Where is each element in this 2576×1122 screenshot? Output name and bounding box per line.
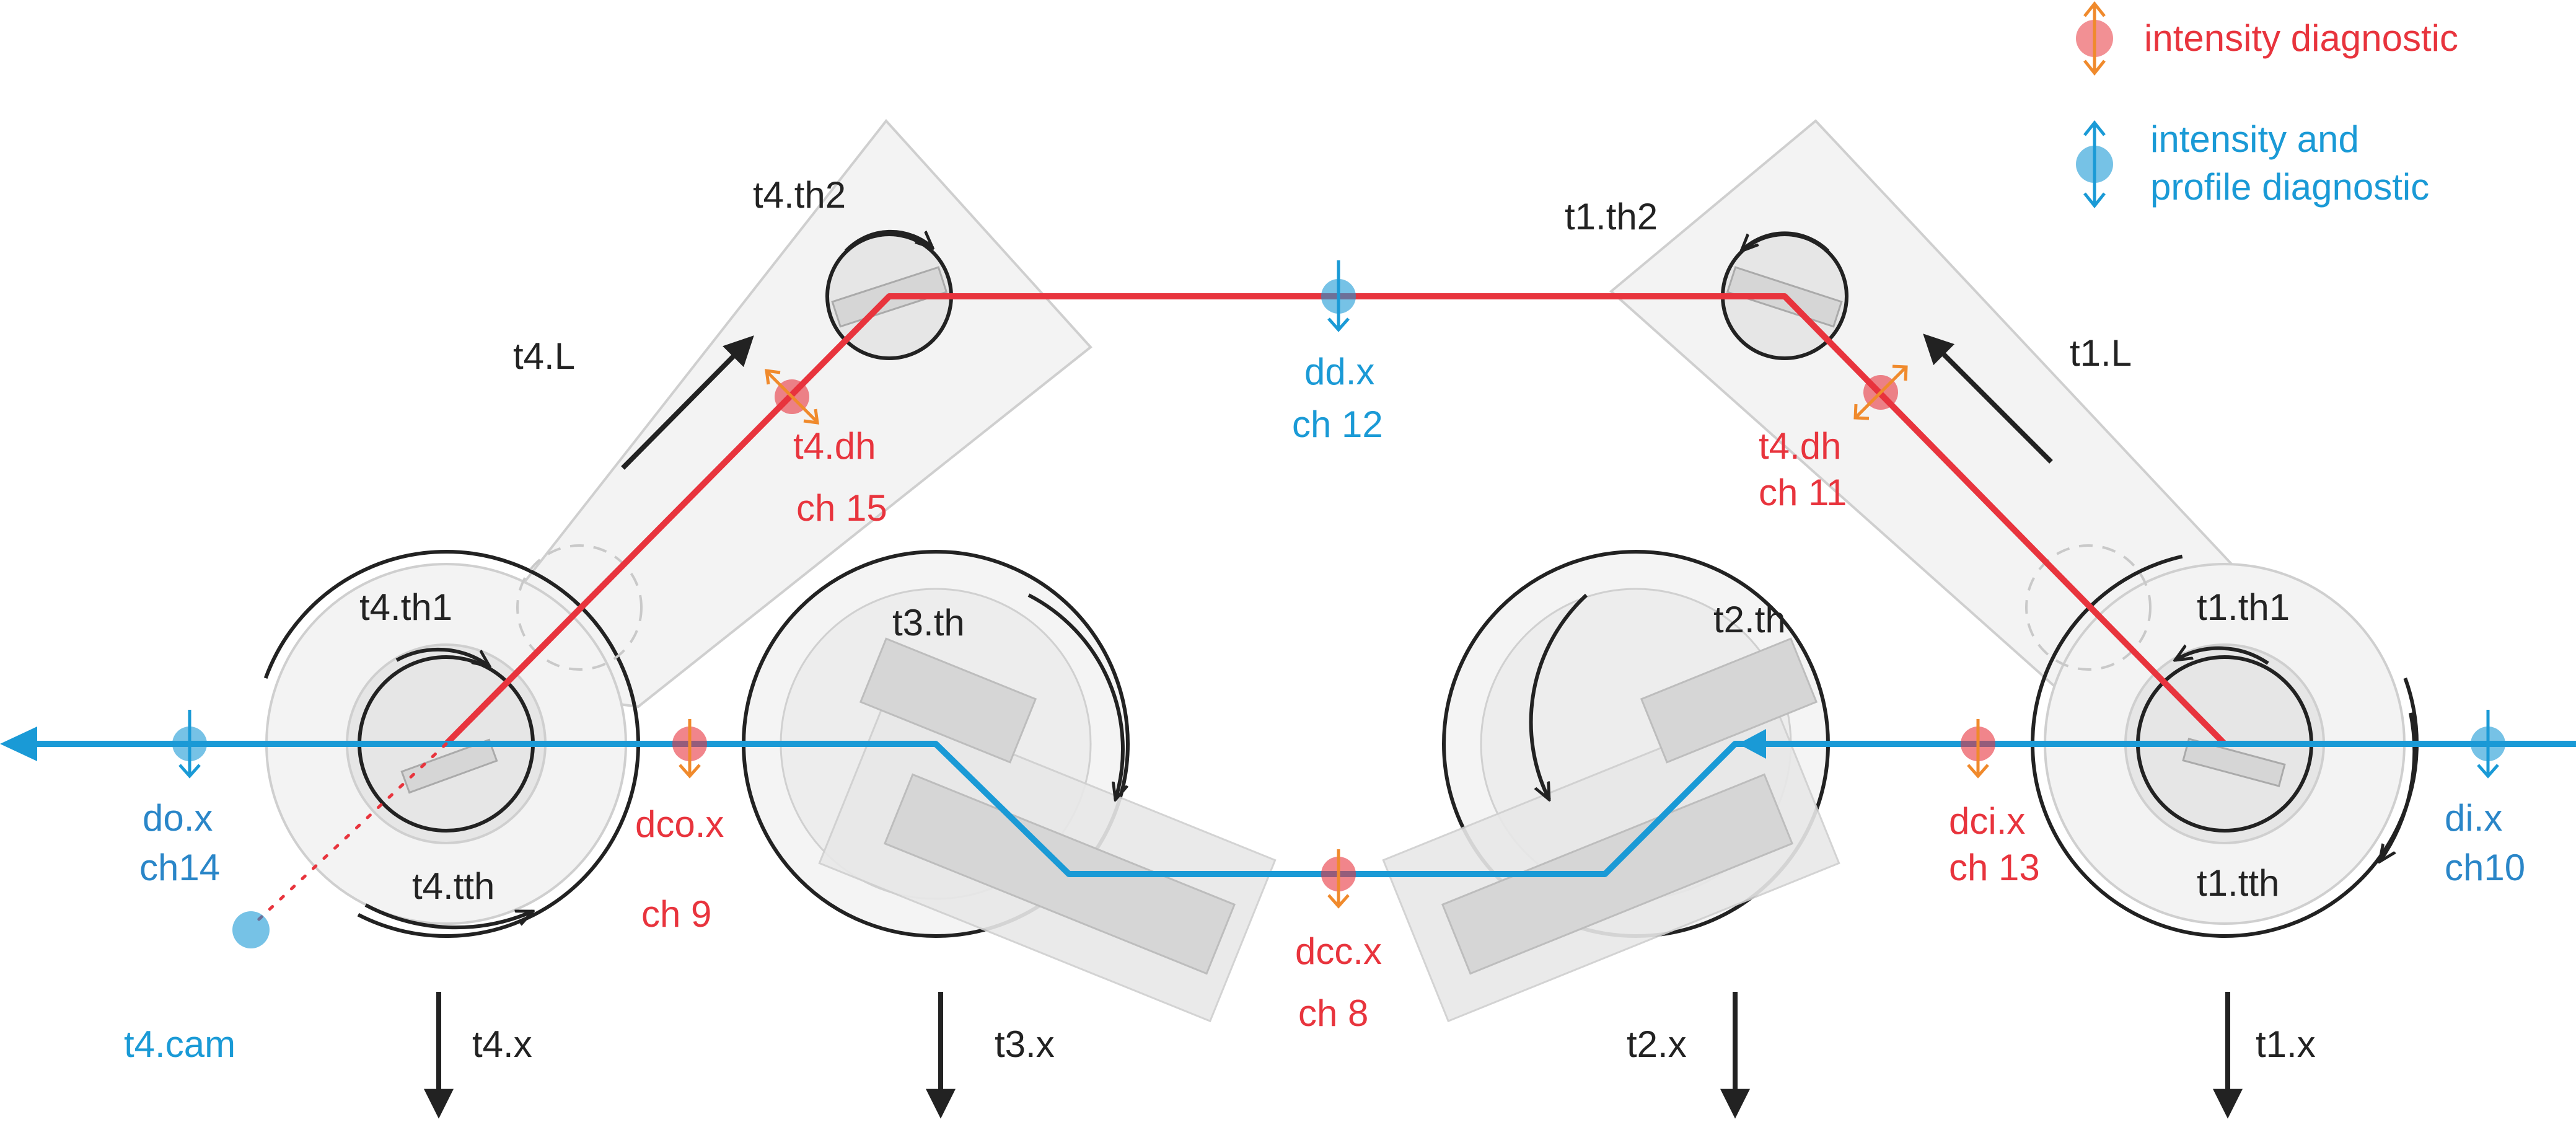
label-t4dh-channel: ch 15: [796, 487, 887, 529]
legend-profile-label-2: profile diagnostic: [2150, 166, 2429, 208]
label-t4-L: t4.L: [513, 335, 575, 377]
t3-th-stage: [742, 550, 1277, 1023]
label-dci-channel: ch 13: [1949, 847, 2040, 888]
label-dd-name: dd.x: [1304, 351, 1374, 392]
label-t2-x: t2.x: [1627, 1023, 1687, 1065]
label-t4-x: t4.x: [472, 1023, 532, 1065]
camera-beam: [249, 742, 448, 929]
label-dd-channel: ch 12: [1292, 404, 1383, 445]
label-t3-x: t3.x: [995, 1023, 1055, 1065]
label-t1-th2: t1.th2: [1565, 196, 1658, 237]
t2-th-stage: [1382, 550, 1840, 1023]
legend-profile-label-1: intensity and: [2150, 118, 2359, 160]
label-di-name: di.x: [2445, 797, 2502, 839]
label-do-name: do.x: [143, 797, 213, 839]
label-dcc-channel: ch 8: [1298, 992, 1368, 1034]
label-dci-name: dci.x: [1949, 800, 2025, 842]
label-t1dh-name: t4.dh: [1759, 425, 1841, 467]
label-dco-channel: ch 9: [641, 893, 711, 935]
label-t4-th2: t4.th2: [753, 174, 846, 216]
label-t2-th: t2.th: [1713, 599, 1786, 640]
label-t1-th1: t1.th1: [2197, 586, 2290, 628]
label-t1-x: t1.x: [2256, 1023, 2316, 1065]
intensity-diagnostic-markers: [672, 1, 2113, 909]
label-t4dh-name: t4.dh: [793, 425, 876, 467]
label-di-channel: ch10: [2445, 847, 2525, 888]
label-t1dh-channel: ch 11: [1759, 472, 1847, 513]
label-t1-L: t1.L: [2070, 332, 2132, 374]
label-t4-cam: t4.cam: [124, 1023, 235, 1065]
translation-arrows: [424, 334, 2243, 1119]
legend-intensity-label: intensity diagnostic: [2144, 17, 2458, 59]
label-dco-name: dco.x: [635, 803, 724, 845]
label-dcc-name: dcc.x: [1295, 930, 1382, 972]
profile-diagnostic-markers: [172, 120, 2505, 948]
label-t4-th1: t4.th1: [359, 586, 452, 628]
label-t3-th: t3.th: [892, 602, 965, 643]
label-t4-tth: t4.tth: [412, 865, 495, 907]
label-t1-tth: t1.tth: [2197, 862, 2279, 904]
label-do-channel: ch14: [139, 847, 220, 888]
